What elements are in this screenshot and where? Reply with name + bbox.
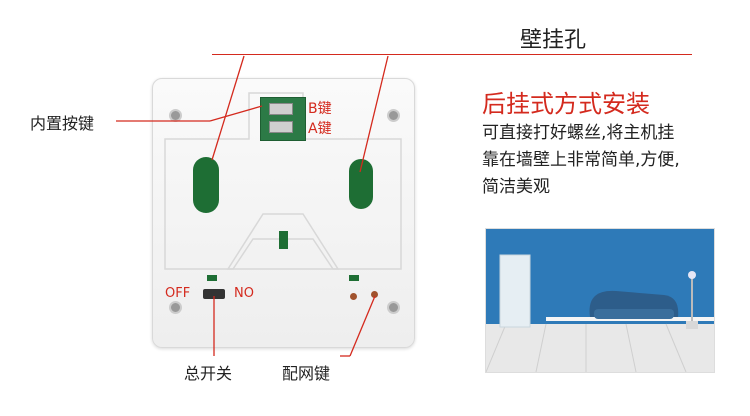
- on-label: NO: [234, 286, 254, 301]
- device-back-panel: [152, 78, 415, 348]
- b-key-button[interactable]: [269, 103, 293, 115]
- b-key-label: B键: [308, 101, 332, 117]
- room-photo: [485, 228, 715, 373]
- wall-hook-left: [193, 157, 219, 213]
- screw-bottom-right: [387, 301, 400, 314]
- a-key-label: A键: [308, 121, 332, 137]
- tab-right: [349, 275, 359, 281]
- internal-buttons-label: 内置按键: [30, 114, 95, 133]
- off-label: OFF: [165, 286, 191, 301]
- description-line-1: 可直接打好螺丝,将主机挂: [482, 123, 675, 143]
- description-line-3: 简洁美观: [482, 177, 550, 197]
- screw-bottom-left: [169, 301, 182, 314]
- install-heading: 后挂式方式安装: [482, 90, 650, 118]
- room-illustration: [486, 229, 714, 372]
- pairing-hole-1: [350, 293, 357, 300]
- wall-hole-title: 壁挂孔: [520, 28, 587, 53]
- pairing-key-label: 配网键: [282, 364, 331, 383]
- screw-top-right: [387, 109, 400, 122]
- description-line-2: 靠在墙壁上非常简单,方便,: [482, 150, 680, 170]
- title-underline: [212, 54, 692, 55]
- tab-left: [207, 275, 217, 281]
- pairing-key-hole[interactable]: [371, 291, 378, 298]
- screw-top-left: [169, 109, 182, 122]
- a-key-button[interactable]: [269, 121, 293, 133]
- power-switch-label: 总开关: [184, 364, 233, 383]
- wall-hook-right: [349, 159, 373, 209]
- power-switch[interactable]: [203, 289, 225, 299]
